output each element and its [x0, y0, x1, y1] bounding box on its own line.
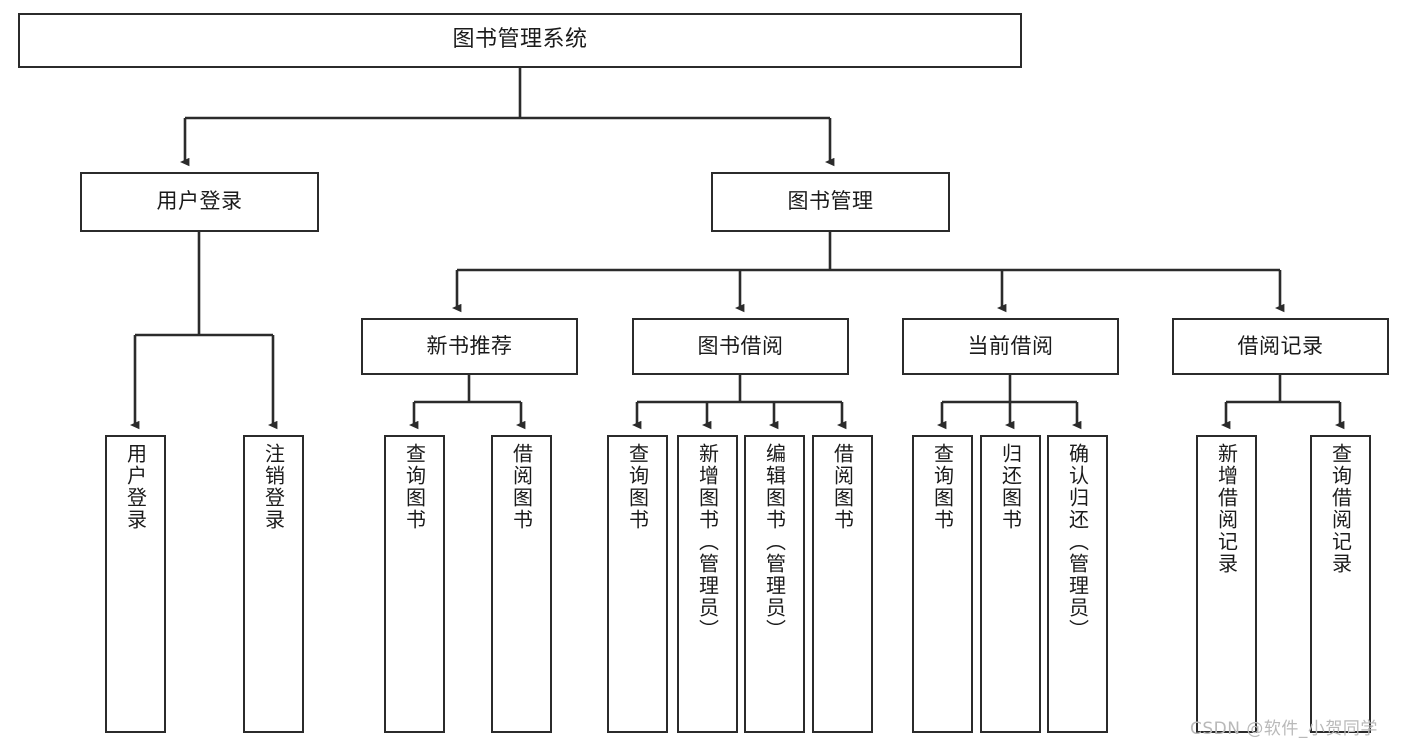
leaf-recommend-borrow-book[interactable]: 借阅图书 [491, 435, 552, 733]
leaf-current-confirm-return-admin[interactable]: 确认归还（管理员） [1047, 435, 1108, 733]
node-book-management-system[interactable]: 图书管理系统 [18, 13, 1022, 68]
node-label: 编辑图书（管理员） [762, 443, 787, 641]
node-label: 新书推荐 [426, 333, 513, 358]
leaf-records-add-record[interactable]: 新增借阅记录 [1196, 435, 1257, 733]
node-new-book-recommend[interactable]: 新书推荐 [361, 318, 578, 375]
leaf-borrow-query-book[interactable]: 查询图书 [607, 435, 668, 733]
node-label: 图书借阅 [697, 333, 784, 358]
leaf-current-query-book[interactable]: 查询图书 [912, 435, 973, 733]
node-label: 新增图书（管理员） [695, 443, 720, 641]
leaf-recommend-query-book[interactable]: 查询图书 [384, 435, 445, 733]
node-book-management[interactable]: 图书管理 [711, 172, 950, 232]
node-label: 查询借阅记录 [1328, 443, 1353, 575]
leaf-user-login-logout[interactable]: 注销登录 [243, 435, 304, 733]
node-borrow-records[interactable]: 借阅记录 [1172, 318, 1389, 375]
watermark-text: CSDN @软件_小贺同学 [1190, 719, 1378, 739]
node-current-borrow[interactable]: 当前借阅 [902, 318, 1119, 375]
node-label: 查询图书 [625, 443, 650, 531]
leaf-records-query-record[interactable]: 查询借阅记录 [1310, 435, 1371, 733]
node-label: 借阅图书 [509, 443, 534, 531]
node-user-login[interactable]: 用户登录 [80, 172, 319, 232]
node-label: 用户登录 [123, 443, 148, 531]
leaf-user-login-login[interactable]: 用户登录 [105, 435, 166, 733]
node-label: 借阅图书 [830, 443, 855, 531]
node-label: 新增借阅记录 [1214, 443, 1239, 575]
node-book-borrow[interactable]: 图书借阅 [632, 318, 849, 375]
leaf-borrow-borrow-book[interactable]: 借阅图书 [812, 435, 873, 733]
node-label: 图书管理系统 [452, 27, 588, 53]
leaf-borrow-edit-book-admin[interactable]: 编辑图书（管理员） [744, 435, 805, 733]
node-label: 查询图书 [930, 443, 955, 531]
node-label: 注销登录 [261, 443, 286, 531]
node-label: 图书管理 [787, 189, 874, 214]
node-label: 归还图书 [998, 443, 1023, 531]
node-label: 查询图书 [402, 443, 427, 531]
node-label: 借阅记录 [1237, 333, 1324, 358]
leaf-borrow-add-book-admin[interactable]: 新增图书（管理员） [677, 435, 738, 733]
node-label: 用户登录 [156, 189, 243, 214]
leaf-current-return-book[interactable]: 归还图书 [980, 435, 1041, 733]
node-label: 确认归还（管理员） [1065, 443, 1090, 641]
node-label: 当前借阅 [967, 333, 1054, 358]
